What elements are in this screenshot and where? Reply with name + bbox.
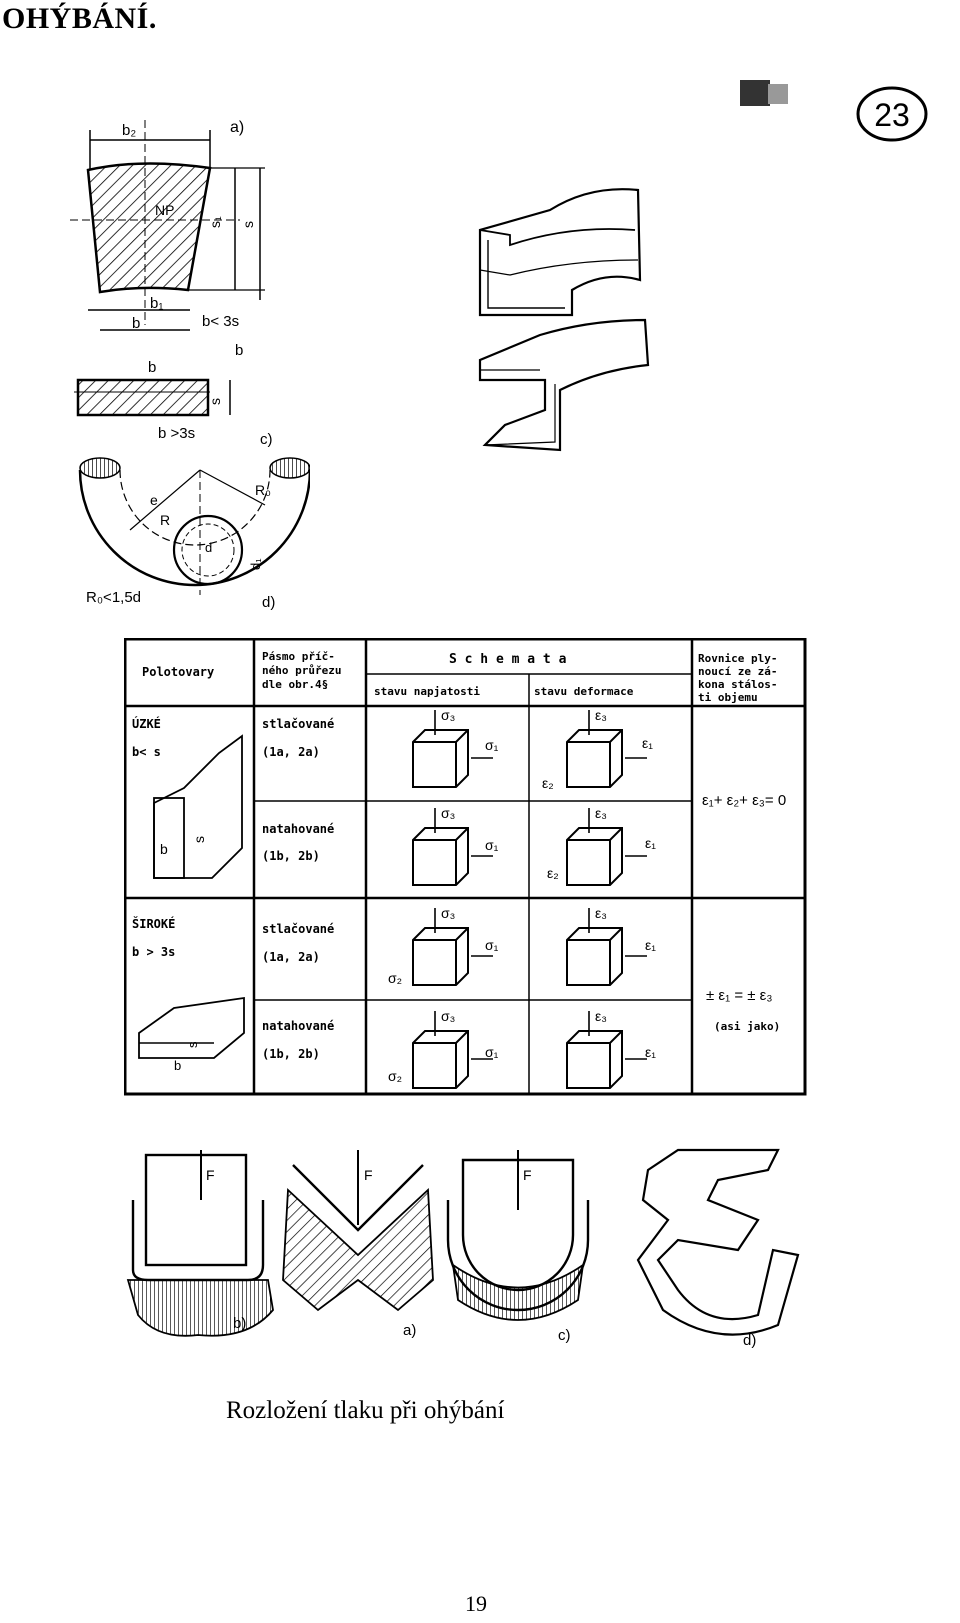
narrow-b: b [160,841,168,857]
header-zone-2: ného průřezu [262,664,341,677]
cube-symbol-label: σ₃ [441,805,455,821]
header-deform: stavu deformace [534,685,634,698]
figure-caption: Rozložení tlaku při ohýbání [226,1397,505,1424]
stress-cube: ε₃ ε₁ ε₂ [547,805,656,886]
label-b-small: b [235,342,243,359]
zone-2-name: natahované [262,822,334,836]
cube-symbol-label: σ₁ [485,737,499,753]
wide-title: ŠIROKÉ [132,916,175,931]
label-d: d) [262,594,275,610]
cube-symbol-label: σ₃ [441,707,455,723]
label-b1: b₁ [150,295,163,312]
cube-symbol-label: ε₁ [645,1044,656,1060]
wide-section-shape [76,378,210,417]
bending-pressure-figure: F b) F a) F c) d) [126,1148,800,1349]
label-s: s [240,221,256,228]
label-b2-wide: b [148,359,156,376]
stress-deformation-table: Polotovary Pásmo příč- ného průřezu dle … [124,638,807,1096]
label-e: e [150,492,158,508]
channel-profiles-figure [478,188,650,452]
header-eq-3: kona stálos- [698,678,777,691]
label-r: R [160,512,170,528]
label-rule: R₀<1,5d [86,589,141,606]
header-zone-1: Pásmo příč- [262,650,335,663]
cube-symbol-label: σ₃ [441,905,455,921]
zone-4-name: natahované [262,1019,334,1033]
label-d-small: d [205,540,212,555]
stress-cube: σ₃ σ₁ σ₂ [388,905,499,986]
label-b: b [132,315,140,332]
page-number: 19 [465,1591,487,1616]
label-bend-c: c) [558,1327,571,1344]
header-eq-4: ti objemu [698,691,758,704]
cube-symbol-label: ε₁ [645,835,656,851]
label-bend-d: d) [743,1332,756,1349]
stress-cube: ε₃ ε₁ [566,905,656,986]
label-s2: s [207,398,223,405]
narrow-section-shape [86,162,212,294]
narrow-title: ÚZKÉ [132,716,161,731]
cube-symbol-label: σ₁ [485,837,499,853]
zone-4-ref: (1b, 2b) [262,1047,320,1061]
zone-1-ref: (1a, 2a) [262,745,320,759]
cube-symbol-label: ε₃ [595,707,607,723]
stamp-number: 23 [874,97,910,133]
label-f-a: F [364,1167,373,1183]
cube-symbol-label: σ₁ [485,937,499,953]
stress-cube: ε₃ ε₁ ε₂ [542,707,653,791]
cube-symbol-label: σ₃ [441,1008,455,1024]
cube-symbol-label: ε₃ [595,905,607,921]
label-s1: s₁ [207,216,223,228]
narrow-cond: b< s [132,745,161,759]
label-np: NP [155,202,174,218]
scan-smudge [740,80,788,106]
cube-symbol-label: ε₁ [645,937,656,953]
zone-3-ref: (1a, 2a) [262,950,320,964]
cross-section-figure: b₂ a) NP s₁ s b₁ b b< 3s b s b b >3s c) … [70,119,310,610]
stress-cube: ε₃ ε₁ [566,1008,656,1089]
header-zone-3: dle obr.4§ [262,678,328,691]
page-stamp: 23 [856,86,928,142]
cube-symbol-label: ε₃ [595,805,607,821]
cube-symbol-label: ε₃ [595,1008,607,1024]
label-a: a) [230,119,244,136]
equation-narrow: ε₁+ ε₂+ ε₃= 0 [702,792,786,809]
label-f-b: F [206,1167,215,1183]
cube-symbol-label: ε₂ [542,775,554,791]
wide-s: s [185,1041,200,1048]
header-schemata: S c h e m a t a [449,652,567,667]
cube-symbol-label: σ₂ [388,1068,402,1084]
label-bend-b: b) [233,1315,246,1332]
label-bend-a: a) [403,1322,416,1339]
label-b2: b₂ [122,122,136,139]
label-b-gt-3s: b >3s [158,425,195,442]
header-stress: stavu napjatosti [374,685,480,698]
label-c: c) [260,431,273,448]
stress-cube: σ₃ σ₁ σ₂ [388,1008,499,1089]
wide-cond: b > 3s [132,945,175,959]
cube-symbol-label: ε₂ [547,865,559,881]
header-semi: Polotovary [142,665,214,679]
page-title: OHÝBÁNÍ. [2,2,157,35]
label-f-c: F [523,1167,532,1183]
cube-symbol-label: ε₁ [642,735,653,751]
cube-symbol-label: σ₁ [485,1044,499,1060]
label-d1: d₁ [248,558,263,570]
wide-b: b [174,1058,181,1073]
zone-3-name: stlačované [262,922,334,936]
stress-cube: σ₃ σ₁ [412,707,499,788]
label-rho: R₀ [255,482,271,498]
zone-2-ref: (1b, 2b) [262,849,320,863]
stress-cube: σ₃ σ₁ [412,805,499,886]
narrow-s: s [191,836,207,843]
cube-grid: σ₃ σ₁ ε₃ ε₁ ε₂ σ₃ σ₁ ε₃ ε₁ ε₂ σ₃ σ₁ σ₂ ε₃ ε₁ σ₃ σ₁ σ₂ ε₃ ε₁ [388,707,656,1089]
label-b-lt-3s: b< 3s [202,313,239,330]
cube-symbol-label: σ₂ [388,970,402,986]
zone-1-name: stlačované [262,717,334,731]
header-eq-1: Rovnice ply- [698,652,777,665]
equation-wide: ± ε₁ = ± ε₃ [706,987,772,1004]
header-eq-2: noucí ze zá- [698,665,777,678]
equation-wide-note: (asi jako) [714,1020,780,1033]
